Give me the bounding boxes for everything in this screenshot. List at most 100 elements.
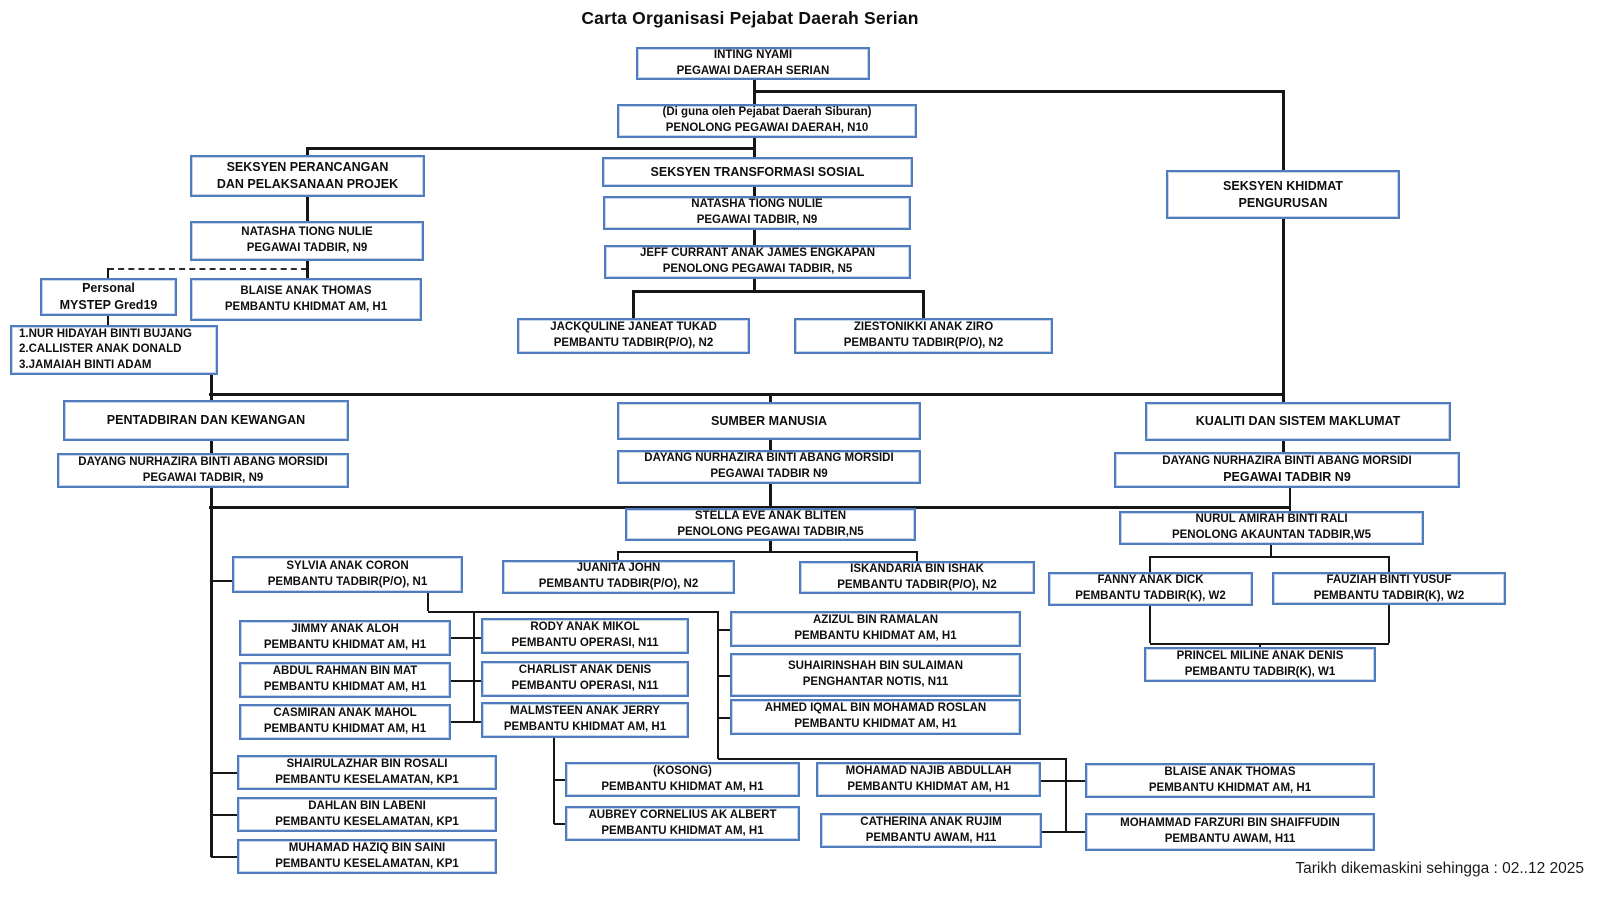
connector [451, 637, 481, 639]
person-role: PENOLONG PEGAWAI DAERAH, N10 [665, 122, 869, 134]
box-dayang-pentadbiran: DAYANG NURHAZIRA BINTI ABANG MORSIDI PEG… [57, 453, 349, 488]
person-name: DAHLAN BIN LABENI [308, 799, 426, 812]
box-sylvia: SYLVIA ANAK CORON PEMBANTU TADBIR(P/O), … [232, 556, 463, 593]
box-shairulazhar: SHAIRULAZHAR BIN ROSALI PEMBANTU KESELAM… [237, 755, 497, 790]
box-seksyen-perancangan: SEKSYEN PERANCANGAN DAN PELAKSANAAN PROJ… [190, 155, 425, 197]
person-role: PEMBANTU KHIDMAT AM, H1 [794, 718, 957, 730]
box-rody: RODY ANAK MIKOL PEMBANTU OPERASI, N11 [481, 618, 689, 654]
connector [718, 675, 730, 677]
connector [1270, 545, 1272, 556]
box-stella-eve: STELLA EVE ANAK BLITEN PENOLONG PEGAWAI … [625, 508, 916, 541]
box-dahlan: DAHLAN BIN LABENI PEMBANTU KESELAMATAN, … [237, 797, 497, 832]
person-name: NATASHA TIONG NULIE [241, 226, 373, 239]
connector [473, 611, 475, 722]
box-ahmed-iqmal: AHMED IQMAL BIN MOHAMAD ROSLAN PEMBANTU … [730, 699, 1021, 735]
box-charlist: CHARLIST ANAK DENIS PEMBANTU OPERASI, N1… [481, 661, 689, 697]
connector [718, 717, 730, 719]
person-role: PENGHANTAR NOTIS, N11 [802, 676, 949, 688]
connector [428, 611, 718, 613]
connector [1065, 758, 1067, 832]
connector [617, 551, 619, 561]
box-malmsteen: MALMSTEEN ANAK JERRY PEMBANTU KHIDMAT AM… [481, 702, 689, 738]
box-mohamad-najib: MOHAMAD NAJIB ABDULLAH PEMBANTU KHIDMAT … [816, 762, 1041, 797]
person-role: PEMBANTU TADBIR(P/O), N1 [267, 575, 428, 588]
person-role: PEMBANTU KHIDMAT AM, H1 [847, 780, 1010, 793]
box-natasha-perancangan: NATASHA TIONG NULIE PEGAWAI TADBIR, N9 [190, 221, 424, 261]
section-title: SEKSYEN TRANSFORMASI SOSIAL [650, 164, 865, 179]
person-name: SUHAIRINSHAH BIN SULAIMAN [787, 660, 964, 673]
connector [1259, 643, 1261, 649]
box-suhairinshah: SUHAIRINSHAH BIN SULAIMAN PENGHANTAR NOT… [730, 653, 1021, 697]
page-title: Carta Organisasi Pejabat Daerah Serian [581, 8, 919, 28]
connector [451, 721, 481, 723]
box-mohammad-farzuri: MOHAMMAD FARZURI BIN SHAIFFUDIN PEMBANTU… [1085, 813, 1375, 851]
connector [633, 290, 923, 293]
connector [1150, 643, 1389, 645]
connector-dashed [108, 268, 307, 270]
box-jackquline: JACKQULINE JANEAT TUKAD PEMBANTU TADBIR(… [517, 318, 750, 354]
person-name: FANNY ANAK DICK [1097, 574, 1204, 587]
person-name: JEFF CURRANT ANAK JAMES ENGKAPAN [639, 247, 876, 260]
person-role: PEMBANTU KHIDMAT AM, H1 [503, 721, 667, 733]
box-fauziah: FAUZIAH BINTI YUSUF PEMBANTU TADBIR(K), … [1272, 572, 1506, 605]
connector [922, 290, 925, 318]
box-dayang-sumber: DAYANG NURHAZIRA BINTI ABANG MORSIDI PEG… [617, 450, 921, 484]
box-mystep-names: 1.NUR HIDAYAH BINTI BUJANG 2.CALLISTER A… [10, 325, 218, 375]
box-catherina: CATHERINA ANAK RUJIM PEMBANTU AWAM, H11 [820, 813, 1042, 848]
person-name: MALMSTEEN ANAK JERRY [510, 705, 660, 718]
connector [1150, 556, 1389, 558]
section-title: KUALITI DAN SISTEM MAKLUMAT [1195, 414, 1401, 429]
person-role: PENOLONG PEGAWAI TADBIR,N5 [677, 525, 864, 538]
box-abdul-rahman: ABDUL RAHMAN BIN MAT PEMBANTU KHIDMAT AM… [239, 662, 451, 698]
box-kosong: (KOSONG) PEMBANTU KHIDMAT AM, H1 [565, 762, 800, 797]
person-name: FAUZIAH BINTI YUSUF [1326, 573, 1452, 586]
person-role: PEMBANTU TADBIR(P/O), N2 [553, 337, 714, 349]
person-name: JUANITA JOHN [576, 562, 661, 575]
person-name: AUBREY CORNELIUS AK ALBERT [588, 808, 777, 821]
connector [1289, 488, 1291, 511]
person-role: PEMBANTU TADBIR(K), W1 [1184, 665, 1336, 678]
person-role: PEMBANTU AWAM, H11 [865, 831, 997, 844]
person-name: (KOSONG) [653, 764, 712, 777]
person-role: PEGAWAI TADBIR, N9 [246, 242, 368, 254]
person-name: RODY ANAK MIKOL [530, 621, 640, 634]
box-blaise-perancangan: BLAISE ANAK THOMAS PEMBANTU KHIDMAT AM, … [190, 278, 422, 321]
person-name: NATASHA TIONG NULIE [691, 198, 823, 211]
box-penolong-pegawai-daerah: (Di guna oleh Pejabat Daerah Siburan) PE… [617, 104, 917, 138]
box-princel: PRINCEL MILINE ANAK DENIS PEMBANTU TADBI… [1144, 647, 1376, 682]
box-inting-nyami: INTING NYAMI PEGAWAI DAERAH SERIAN [636, 47, 870, 80]
person-role: PEMBANTU KHIDMAT AM, H1 [794, 630, 957, 642]
connector [211, 580, 232, 582]
person-name: BLAISE ANAK THOMAS [240, 284, 372, 297]
label: MYSTEP Gred19 [59, 298, 158, 312]
connector [554, 779, 565, 781]
person-name: MUHAMAD HAZIQ BIN SAINI [288, 841, 446, 854]
box-aubrey: AUBREY CORNELIUS AK ALBERT PEMBANTU KHID… [565, 806, 800, 841]
person-role: PEMBANTU TADBIR(P/O), N2 [837, 578, 997, 591]
connector [307, 147, 754, 150]
person-role: PEGAWAI TADBIR, N9 [142, 471, 264, 484]
person-name: NURUL AMIRAH BINTI RALI [1195, 513, 1348, 526]
person-name: SYLVIA ANAK CORON [286, 559, 409, 572]
connector [211, 772, 237, 774]
person-name: (Di guna oleh Pejabat Daerah Siburan) [662, 106, 872, 119]
person-name: DAYANG NURHAZIRA BINTI ABANG MORSIDI [644, 452, 894, 465]
connector [553, 738, 555, 824]
connector [211, 814, 237, 816]
person-name: MOHAMMAD FARZURI BIN SHAIFFUDIN [1120, 817, 1340, 830]
connector [718, 758, 1066, 760]
person-name: DAYANG NURHAZIRA BINTI ABANG MORSIDI [1162, 454, 1412, 467]
person-role: PEGAWAI DAERAH SERIAN [676, 64, 830, 77]
person-role: PEMBANTU TADBIR(P/O), N2 [538, 578, 699, 590]
section-title: PENTADBIRAN DAN KEWANGAN [106, 413, 306, 428]
person-name: AZIZUL BIN RAMALAN [813, 614, 938, 627]
connector [618, 551, 917, 553]
person-name: ZIESTONIKKI ANAK ZIRO [853, 321, 994, 334]
connector [427, 593, 429, 611]
box-juanita: JUANITA JOHN PEMBANTU TADBIR(P/O), N2 [502, 560, 735, 594]
person-name: JACKQULINE JANEAT TUKAD [550, 321, 717, 334]
box-jeff-currant: JEFF CURRANT ANAK JAMES ENGKAPAN PENOLON… [604, 245, 911, 279]
person-role: PEMBANTU KESELAMATAN, KP1 [275, 857, 459, 870]
person-name: DAYANG NURHAZIRA BINTI ABANG MORSIDI [78, 455, 328, 468]
